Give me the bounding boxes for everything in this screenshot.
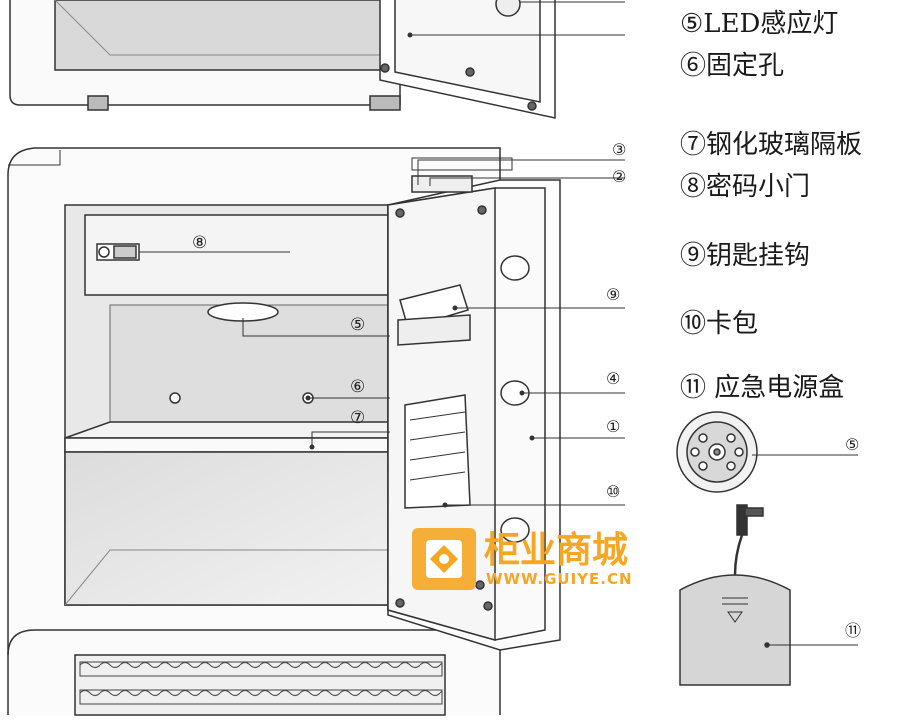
top-safe-partial (9, 0, 556, 119)
callout-10: ⑩ (606, 482, 620, 501)
legend-item-10: ⑩卡包 (680, 309, 758, 339)
main-safe-body (7, 147, 501, 716)
callout-5-inner: ⑤ (350, 315, 365, 335)
emergency-power-box (679, 504, 858, 686)
callout-4: ④ (606, 369, 620, 388)
legend-list: ⑤LED感应灯 ⑥固定孔 ⑦钢化玻璃隔板 ⑧密码小门 ⑨钥匙挂钩 ⑩卡包 ⑪ 应… (680, 9, 862, 403)
legend-item-6: ⑥固定孔 (680, 51, 784, 81)
callout-5-led: ⑤ (845, 435, 859, 454)
callout-7: ⑦ (350, 408, 365, 428)
open-door (387, 157, 561, 651)
led-light-detail (676, 411, 858, 493)
legend-item-7: ⑦钢化玻璃隔板 (680, 130, 862, 160)
main-leader-lines (139, 159, 625, 508)
callout-8: ⑧ (192, 233, 207, 253)
top-leader-lines (407, 1, 625, 38)
callout-3: ③ (612, 140, 626, 159)
callout-11: ⑪ (845, 621, 861, 640)
brand-watermark: 柜业商城 WWW.GUIYE.CN (412, 528, 633, 590)
legend-item-11: ⑪ 应急电源盒 (680, 373, 844, 403)
legend-item-5: ⑤LED感应灯 (680, 9, 838, 39)
legend-item-8: ⑧密码小门 (680, 172, 810, 202)
brand-url: WWW.GUIYE.CN (486, 570, 633, 588)
brand-name: 柜业商城 (484, 530, 628, 571)
callout-2: ② (612, 167, 626, 186)
callout-9: ⑨ (606, 285, 620, 304)
legend-item-9: ⑨钥匙挂钩 (680, 241, 810, 271)
callout-1: ① (606, 417, 620, 436)
callout-6: ⑥ (350, 377, 365, 397)
brand-logo-icon (412, 528, 476, 590)
callout-labels: ③ ② ⑧ ⑨ ⑤ ⑥ ⑦ ④ ① ⑩ ⑤ ⑪ (192, 140, 861, 640)
